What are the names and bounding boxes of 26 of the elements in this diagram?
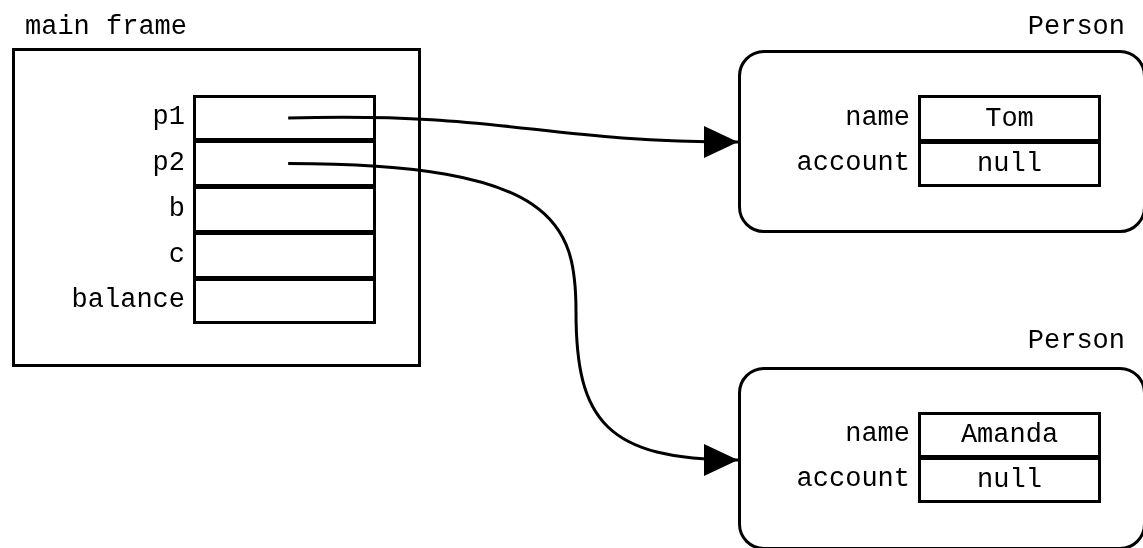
- reference-arrow: [288, 162, 739, 476]
- variable-cell: [193, 278, 376, 324]
- field-name: b: [168, 195, 185, 223]
- field-name: p1: [152, 104, 185, 131]
- frame-box: [12, 48, 421, 367]
- object-title: Person: [1027, 328, 1125, 355]
- variable-cell: [193, 232, 376, 279]
- field-name: account: [796, 150, 910, 177]
- reference-arrow: [288, 115, 738, 158]
- object-title: Person: [1027, 14, 1125, 41]
- field-name: c: [168, 241, 185, 269]
- frame-title: main frame: [25, 14, 188, 41]
- field-name: p2: [152, 149, 185, 177]
- object-box: [738, 367, 1143, 548]
- value-cell: Amanda: [918, 412, 1101, 458]
- value-cell: null: [918, 141, 1101, 187]
- field-name: name: [845, 104, 910, 132]
- variable-cell: [193, 140, 376, 187]
- field-name: balance: [71, 287, 185, 314]
- field-name: name: [845, 421, 910, 448]
- variable-cell: [193, 95, 376, 141]
- value-cell: Tom: [918, 95, 1101, 142]
- object-box: [738, 50, 1143, 233]
- field-name: account: [796, 466, 910, 493]
- variable-cell: [193, 186, 376, 233]
- value-cell: null: [918, 457, 1101, 503]
